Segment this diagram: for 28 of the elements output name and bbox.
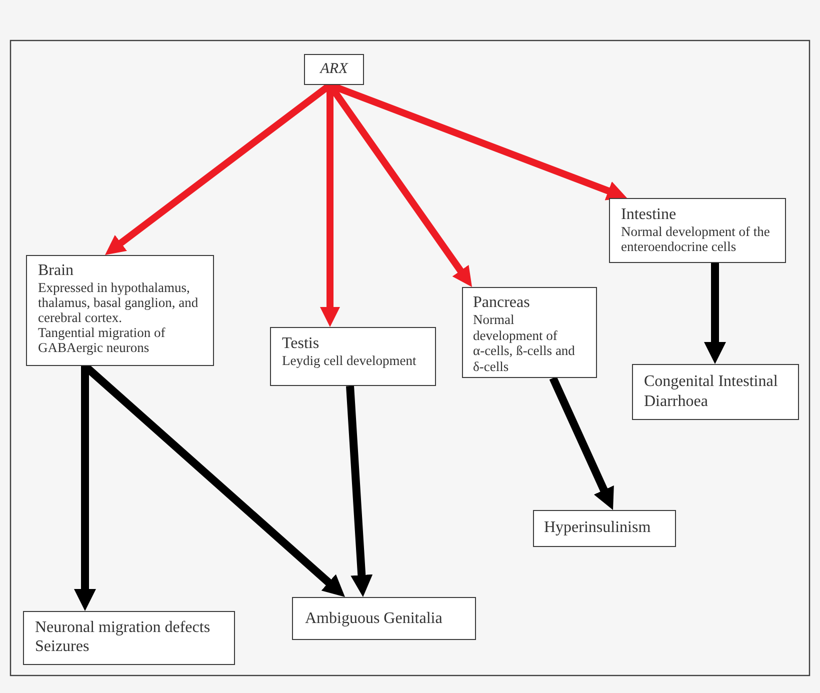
arrow xyxy=(346,386,373,598)
node-box xyxy=(270,327,436,386)
node-label: Ambiguous Genitalia xyxy=(305,610,444,628)
node-heading: Testis xyxy=(282,335,320,353)
node-description: Normal development of the enteroendocrine cells xyxy=(621,224,771,254)
node-heading: Pancreas xyxy=(473,294,531,312)
node-heading: Neuronal migration defects xyxy=(35,618,212,637)
arrow xyxy=(704,263,726,364)
arrow xyxy=(74,366,96,611)
node-description: Normal development of α-cells, ß-cells and δ-cells xyxy=(473,312,576,374)
node-label: Congenital Intestinal Diarrhoea xyxy=(644,372,779,412)
node-box xyxy=(609,198,786,263)
node-box xyxy=(23,611,235,665)
node-box xyxy=(462,287,597,378)
arrow xyxy=(549,376,617,512)
node-heading: Intestine xyxy=(621,206,678,224)
node-label: Hyperinsulinism xyxy=(544,519,652,537)
node-label: ARX xyxy=(318,60,350,79)
node-description: Expressed in hypothalamus, thalamus, basal ganglion, and cerebral cortex. xyxy=(38,280,200,325)
node-description: Leydig cell development xyxy=(282,353,418,368)
node-description: Tangential migration of GABAergic neurons xyxy=(38,325,166,355)
node-description: Seizures xyxy=(35,637,90,656)
node-box xyxy=(304,54,364,85)
node-heading: Brain xyxy=(38,262,75,280)
node-box xyxy=(292,597,476,640)
node-box xyxy=(632,364,799,420)
node-box xyxy=(26,255,214,366)
node-box xyxy=(533,510,676,547)
